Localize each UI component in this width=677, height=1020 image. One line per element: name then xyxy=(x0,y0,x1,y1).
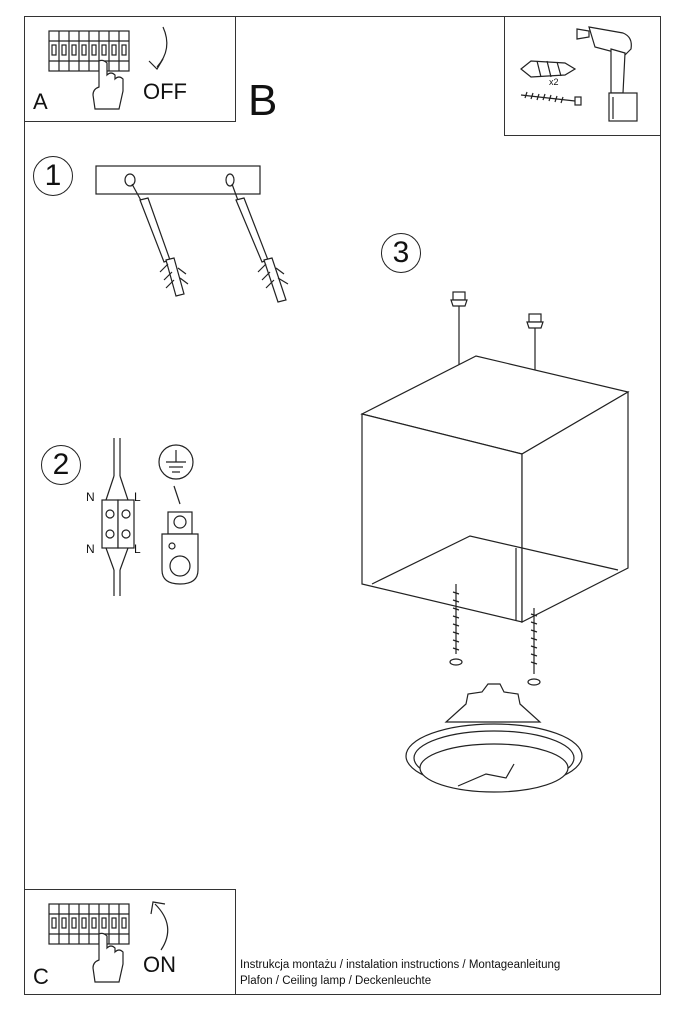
step-2-number: 2 xyxy=(41,445,81,485)
wall-anchor-left xyxy=(131,183,189,297)
wall-anchor-right xyxy=(231,183,289,303)
drill-icon xyxy=(576,26,638,122)
arrow-up-icon xyxy=(150,901,169,951)
arrow-down-icon xyxy=(148,26,168,70)
hand-icon xyxy=(92,932,124,983)
breaker-panel-icon xyxy=(48,30,130,72)
off-label: OFF xyxy=(143,79,187,104)
hand-icon xyxy=(92,59,124,110)
step-1-number: 1 xyxy=(33,156,73,196)
panel-b-letter: B xyxy=(248,76,278,125)
step-3-number: 3 xyxy=(381,233,421,273)
panel-a-letter: A xyxy=(33,89,48,114)
multiplier-label: x2 xyxy=(549,77,559,87)
long-screw-left xyxy=(449,584,463,666)
on-label: ON xyxy=(143,952,176,977)
panel-a: A OFF xyxy=(24,16,236,122)
ground-symbol-icon xyxy=(158,444,194,480)
panel-c-letter: C xyxy=(33,964,49,989)
square-lamp-body xyxy=(360,355,630,623)
page-frame xyxy=(24,16,661,995)
ceiling-bracket-diagram xyxy=(95,165,289,303)
terminal-block-diagram xyxy=(101,438,135,596)
wire-l-bottom: L xyxy=(134,542,141,556)
top-screw-right xyxy=(526,313,544,372)
long-screw-right xyxy=(527,608,541,686)
top-screw-left xyxy=(450,291,468,368)
panel-c: C ON xyxy=(24,889,236,995)
footer-line-1: Instrukcja montażu / instalation instruc… xyxy=(240,959,561,971)
ground-terminal-icon xyxy=(161,485,199,585)
screw-icon xyxy=(520,91,582,106)
footer-line-2: Plafon / Ceiling lamp / Deckenleuchte xyxy=(240,975,432,987)
wire-l-top: L xyxy=(134,490,141,504)
wall-plug-icon xyxy=(520,60,577,78)
wire-n-bottom: N xyxy=(86,542,95,556)
panel-b-tools: x2 xyxy=(504,16,661,136)
breaker-panel-icon xyxy=(48,903,130,945)
wire-n-top: N xyxy=(86,490,95,504)
lamp-assembly-diagram xyxy=(360,291,630,793)
ceiling-light-fixture xyxy=(405,683,583,793)
